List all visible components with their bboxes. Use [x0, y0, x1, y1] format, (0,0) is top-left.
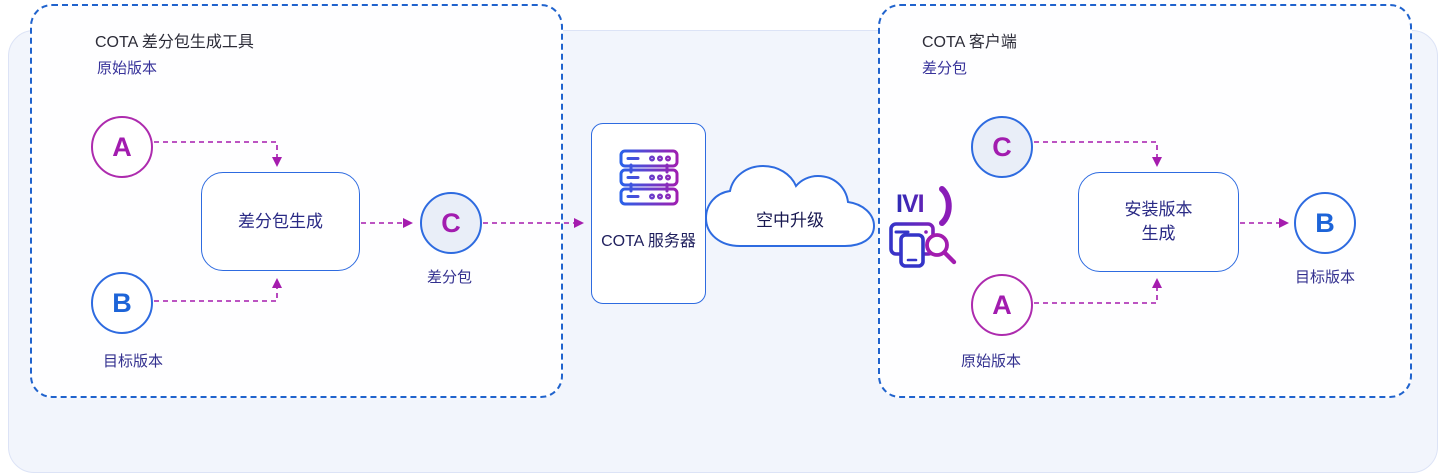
cota-server-label: COTA 服务器 [601, 233, 696, 250]
phone-icon [899, 233, 925, 268]
node-c-label: 差分包 [427, 269, 473, 286]
node-b-letter: B [112, 287, 132, 318]
cloud-icon [704, 164, 876, 247]
client-title: COTA 客户端 [922, 34, 1017, 51]
server-rack-icon [619, 149, 679, 206]
generator-title: COTA 差分包生成工具 [95, 34, 254, 51]
ota-cloud [702, 162, 878, 250]
client-node-b-label: 目标版本 [1295, 269, 1356, 286]
client-node-b-target-version: B [1294, 192, 1356, 254]
node-c-letter: C [441, 207, 461, 238]
client-node-a-letter: A [992, 289, 1012, 320]
install-version-label-line2: 生成 [1141, 224, 1176, 243]
client-subtitle-diff-package: 差分包 [922, 60, 968, 77]
node-b-label: 目标版本 [103, 353, 164, 370]
ivi-device-search-icon: IVI [888, 182, 962, 268]
client-node-a-label: 原始版本 [961, 353, 1022, 370]
ivi-label: IVI [896, 190, 924, 218]
node-a-original-version: A [91, 116, 153, 178]
install-version-generate-node: 安装版本 生成 [1078, 172, 1239, 272]
generator-subtitle-original-version: 原始版本 [97, 60, 158, 77]
ota-cloud-label: 空中升级 [756, 211, 824, 230]
client-node-c-letter: C [992, 131, 1012, 162]
signal-arc-icon [939, 186, 952, 226]
client-node-c-diff-package: C [971, 116, 1033, 178]
diff-package-generate-node: 差分包生成 [201, 172, 360, 271]
node-c-diff-package: C [420, 192, 482, 254]
client-node-a-original-version: A [971, 274, 1033, 336]
node-a-letter: A [112, 131, 132, 162]
magnifier-icon [925, 233, 957, 265]
client-node-b-letter: B [1315, 207, 1335, 238]
install-version-label-line1: 安装版本 [1124, 200, 1193, 219]
node-b-target-version: B [91, 272, 153, 334]
diff-package-generate-label: 差分包生成 [238, 211, 323, 231]
cota-server-node: COTA 服务器 [591, 123, 706, 304]
